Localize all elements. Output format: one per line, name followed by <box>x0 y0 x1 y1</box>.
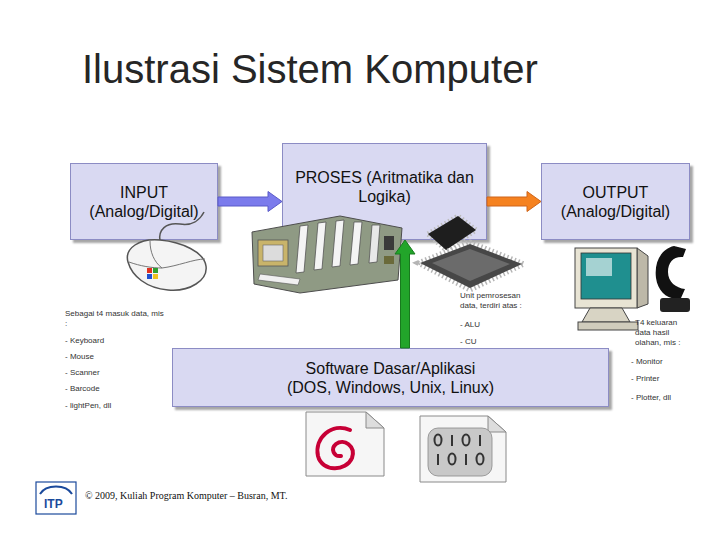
mouse-illustration <box>127 240 206 290</box>
binary-document-icon <box>435 435 442 446</box>
device-item: - Plotter, dll <box>631 393 671 403</box>
computer-illustration <box>586 258 612 276</box>
computer-illustration <box>575 248 637 308</box>
binary-document-icon <box>437 454 439 465</box>
debian-document-icon <box>306 412 384 476</box>
process-box: PROSES (Aritmatika dan Logika) <box>282 143 487 240</box>
institute-logo <box>36 482 76 514</box>
box-label: INPUT (Analog/Digital) <box>74 183 214 221</box>
mouse-illustration <box>153 274 158 279</box>
footer-note: © 2009, Kuliah Program Komputer – Busran… <box>85 490 287 502</box>
chip-illustration <box>428 216 476 250</box>
device-item: - Keyboard <box>65 336 104 346</box>
software-box: Software Dasar/Aplikasi (DOS, Windows, U… <box>172 348 609 407</box>
binary-document-icon <box>449 454 456 465</box>
institute-logo <box>40 487 72 495</box>
binary-document-icon <box>451 435 453 446</box>
motherboard-illustration <box>252 216 402 293</box>
mouse-illustration <box>150 241 162 268</box>
mouse-illustration <box>147 274 152 279</box>
binary-document-icon <box>477 454 484 465</box>
process-note: Unit pemrosesan data, terdiri atas : <box>460 291 532 311</box>
motherboard-illustration <box>350 222 362 265</box>
process-item: - CU <box>460 337 476 347</box>
device-item: - Scanner <box>65 368 100 378</box>
chip-illustration <box>420 244 522 288</box>
binary-document-icon <box>463 435 470 446</box>
chip-illustration <box>432 249 510 281</box>
mouse-illustration <box>147 268 152 273</box>
computer-illustration <box>582 308 630 322</box>
device-item: - lightPen, dll <box>65 401 111 411</box>
motherboard-illustration <box>258 274 300 285</box>
chip-illustration <box>428 216 476 250</box>
input-box: INPUT (Analog/Digital) <box>70 163 218 240</box>
chip-illustration <box>418 242 524 290</box>
institute-logo <box>36 482 76 514</box>
binary-document-icon <box>479 435 481 446</box>
computer-illustration <box>581 253 631 299</box>
process-item: - ALU <box>460 320 480 330</box>
output-box: OUTPUT (Analog/Digital) <box>541 163 690 240</box>
motherboard-illustration <box>384 256 394 264</box>
binary-document-icon <box>488 416 506 432</box>
binary-document-icon <box>465 454 467 465</box>
chip-illustration <box>418 216 524 290</box>
flow-arrow <box>487 192 541 212</box>
mouse-illustration <box>153 268 158 273</box>
mouse-illustration <box>127 212 206 290</box>
motherboard-illustration <box>332 220 344 267</box>
debian-document-icon <box>306 412 384 476</box>
motherboard-illustration <box>369 225 380 263</box>
box-label: PROSES (Aritmatika dan Logika) <box>290 168 480 206</box>
binary-document-icon <box>420 416 506 482</box>
computer-illustration <box>660 298 690 312</box>
slide-title: Ilustrasi Sistem Komputer <box>82 46 538 92</box>
computer-illustration <box>637 248 648 308</box>
computer-illustration <box>578 322 638 330</box>
mouse-illustration <box>160 212 204 241</box>
motherboard-illustration <box>384 236 394 250</box>
output-note: T4 keluaran data hasil olahan, mis : <box>635 318 689 348</box>
device-item: - Printer <box>631 374 659 384</box>
mouse-illustration <box>129 259 205 268</box>
device-item: - Barcode <box>65 384 100 394</box>
motherboard-illustration <box>314 222 326 270</box>
debian-document-icon <box>366 412 384 428</box>
computer-illustration <box>656 246 686 299</box>
device-item: - Monitor <box>631 357 663 367</box>
computer-illustration <box>575 246 690 330</box>
box-label: OUTPUT (Analog/Digital) <box>546 183 686 221</box>
debian-document-icon <box>317 428 352 468</box>
motherboard-illustration <box>252 216 402 293</box>
input-note: Sebagai t4 masuk data, mis : <box>65 309 165 329</box>
motherboard-illustration <box>263 245 283 261</box>
flow-arrow <box>218 192 282 212</box>
binary-document-icon <box>420 416 506 482</box>
motherboard-illustration <box>296 225 308 273</box>
flow-arrow <box>395 240 415 348</box>
device-item: - Mouse <box>65 352 94 362</box>
motherboard-illustration <box>258 240 288 266</box>
binary-document-icon <box>428 428 492 476</box>
box-label: Software Dasar/Aplikasi (DOS, Windows, U… <box>285 359 497 397</box>
logo-text: ITP <box>44 497 63 511</box>
